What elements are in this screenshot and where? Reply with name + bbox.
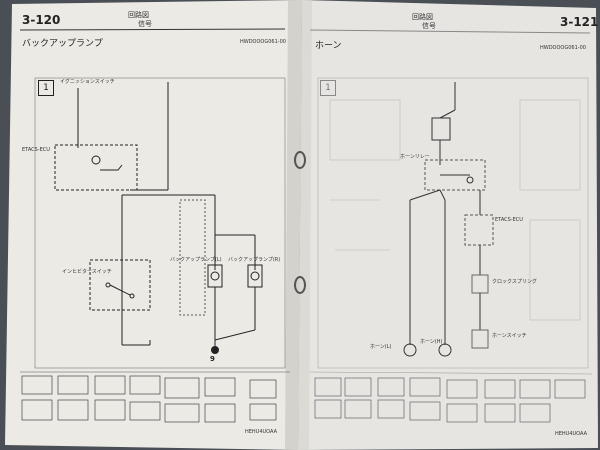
right-page-code: HWDOOOG061-00 xyxy=(540,45,586,51)
right-wiring-diagram xyxy=(403,82,494,357)
left-page xyxy=(5,0,302,450)
horn-high-label: ホーン(H) xyxy=(420,339,443,345)
right-header-sub: 信号 xyxy=(422,22,436,30)
left-connector-table xyxy=(21,375,277,423)
ignition-switch-label: イグニッションスイッチ xyxy=(60,79,115,85)
right-diagram-number: 1 xyxy=(320,80,336,96)
left-etacs-label: ETACS-ECU xyxy=(22,147,50,153)
left-diagram-number: 1 xyxy=(38,80,54,96)
backup-lamp-left-label: バックアップランプ(L) xyxy=(170,257,222,263)
left-page-number: 3-120 xyxy=(22,13,61,27)
backup-lamp-right-label: バックアップランプ(R) xyxy=(228,257,281,263)
right-page xyxy=(298,0,598,450)
right-page-number: 3-121 xyxy=(560,15,599,29)
right-footer-code: HEHU4UOAA xyxy=(555,431,588,437)
left-header-title: 回路図 xyxy=(128,11,149,19)
inhibitor-switch-label: インヒビタースイッチ xyxy=(62,269,112,275)
ground-marker: 9 xyxy=(210,355,215,363)
right-section-title: ホーン xyxy=(315,41,342,51)
horn-switch-label: ホーンスイッチ xyxy=(492,333,527,339)
left-section-title: バックアップランプ xyxy=(22,39,103,49)
clockspring-label: クロックスプリング xyxy=(492,279,537,285)
horn-relay-label: ホーンリレー xyxy=(400,154,430,160)
right-connector-table xyxy=(314,377,586,423)
left-wiring-diagram xyxy=(54,82,263,348)
left-header-sub: 信号 xyxy=(138,20,152,28)
left-footer-code: HEHU4UOAA xyxy=(245,429,278,435)
horn-low-label: ホーン(L) xyxy=(370,344,392,350)
right-header-title: 回路図 xyxy=(412,13,433,21)
binding-rings xyxy=(294,151,306,294)
left-page-code: HWDOOOG061-00 xyxy=(240,39,286,45)
right-etacs-label: ETACS-ECU xyxy=(495,217,523,223)
